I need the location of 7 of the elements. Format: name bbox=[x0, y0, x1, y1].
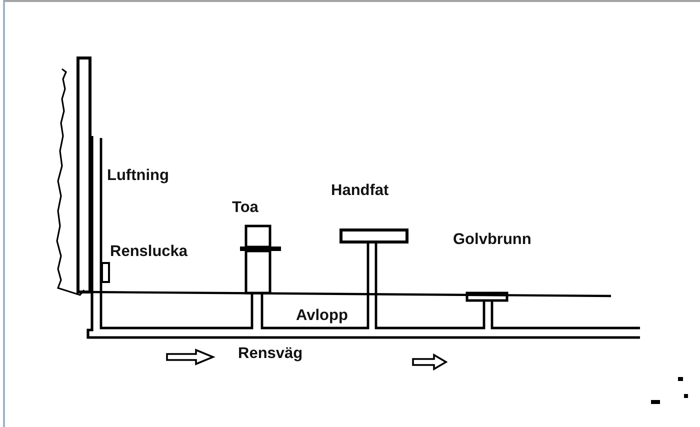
part-label: Luftning bbox=[107, 168, 169, 184]
part-label: Handfat bbox=[331, 183, 389, 198]
part-label: Renslucka bbox=[110, 244, 188, 260]
part-label: Golvbrunn bbox=[453, 232, 532, 248]
part-label: Toa bbox=[232, 200, 258, 216]
part-label: Rensväg bbox=[238, 346, 303, 362]
part-label: Avlopp bbox=[296, 308, 348, 324]
